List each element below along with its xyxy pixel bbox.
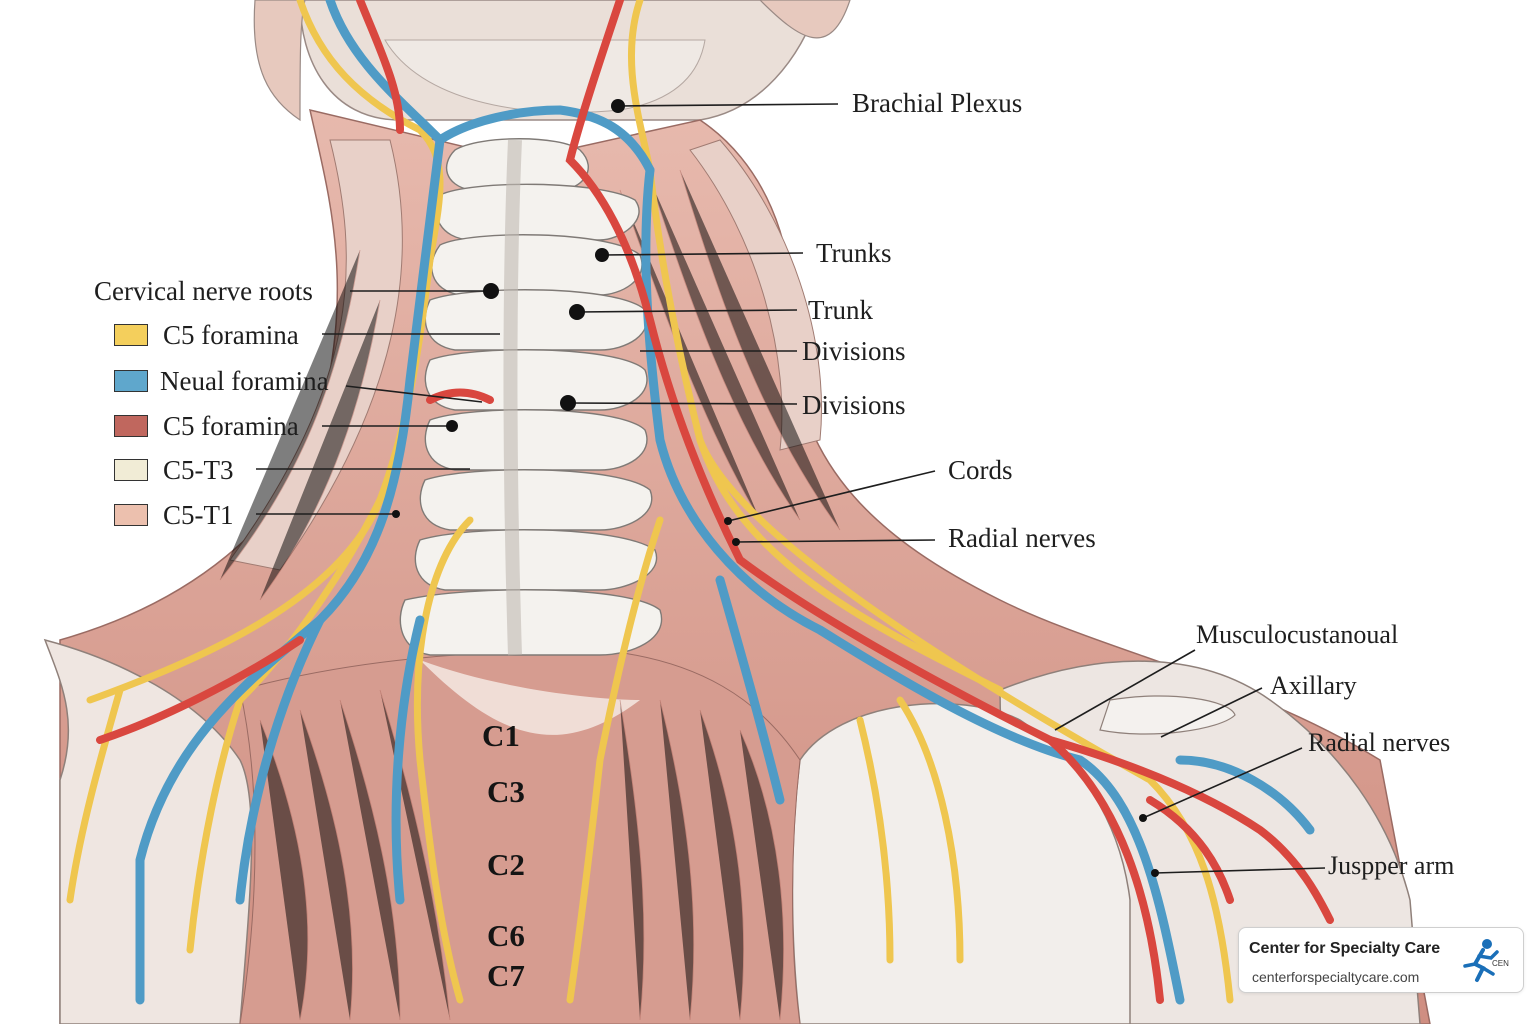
legend-label: C5 foramina [163,411,299,441]
brand-url: centerforspecialtycare.com [1252,969,1420,985]
label-radial-nerves-2: Radial nerves [1308,728,1451,757]
cervical-spine [399,138,663,656]
label-cervical-nerve-roots: Cervical nerve roots [94,276,313,306]
nerves-blue [135,0,1315,1005]
label-upper-arm: Juspper arm [1328,851,1455,880]
label-radial-nerves-1: Radial nerves [948,523,1096,553]
leader-dots [392,99,1159,877]
legend-label: Neual foramina [160,366,329,396]
label-divisions-1: Divisions [802,336,906,366]
legend-label: C5-T3 [163,455,234,485]
ear-right [759,0,851,39]
leader-lines [256,103,1326,874]
brand-badge[interactable]: Center for Specialty Care centerforspeci… [1238,927,1524,993]
label-axillary: Axillary [1270,671,1357,700]
acromion [1099,695,1236,735]
label-trunk: Trunk [808,295,874,325]
nerves-yellow [66,0,1234,1004]
label-divisions-2: Divisions [802,390,906,420]
label-musculocutaneous: Musculocustanoual [1196,620,1399,649]
legend-swatch [114,324,148,346]
arteries-red [96,0,1334,1004]
vertebra-label: C3 [487,774,525,809]
label-cords: Cords [948,455,1013,485]
brand-logo-text: CEN [1492,959,1509,968]
vertebra-label: C1 [482,718,520,753]
label-brachial-plexus: Brachial Plexus [852,88,1023,118]
runner-logo-icon [1463,939,1499,982]
vertebra-label: C2 [487,847,525,882]
legend-label: C5-T1 [163,500,234,530]
legend-swatch [114,415,148,437]
ear-left [253,0,306,122]
label-trunks: Trunks [816,238,892,268]
spinous-ridge [503,139,522,656]
vertebra-label: C6 [487,918,525,953]
legend-swatch [114,370,148,392]
legend-swatch [114,504,148,526]
brand-name: Center for Specialty Care [1249,940,1441,957]
chest-highlight [420,660,640,735]
chin [384,39,706,113]
scm-right [689,139,823,451]
legend-swatch [114,459,148,481]
legend-label: C5 foramina [163,320,299,350]
vertebra-label: C7 [487,958,525,993]
